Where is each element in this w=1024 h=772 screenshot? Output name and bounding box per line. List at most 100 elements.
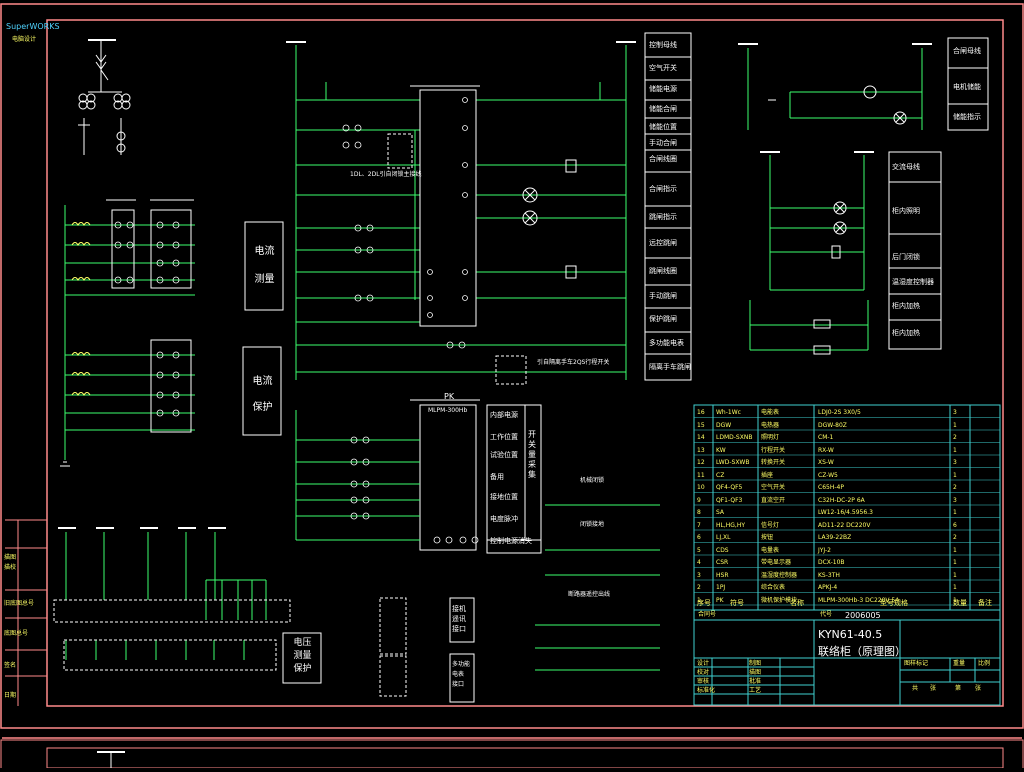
interlock-label-1: 机械闭锁 [580,477,605,484]
table-cell: 直流空开 [761,496,786,504]
table-cell: DGW [716,421,732,429]
table-cell: DGW-80Z [818,421,847,429]
table-cell: C65H-4P [818,484,844,491]
table-cell: 16 [697,409,705,416]
table-cell: CSR [716,559,729,566]
table-cell: LDJ0-2S 3X0/5 [818,409,861,416]
table-cell: CZ [716,471,725,479]
table-cell: 1PJ [716,584,726,591]
remote-interface-label: 接机遥讯接口 [452,605,466,633]
control-function-item: 跳闸指示 [649,213,677,221]
right-mid-function-item: 温湿度控制器 [892,278,934,286]
table-cell: XS-W [818,459,834,466]
title-role: 制图 [749,660,762,667]
code-label: 代号 [820,611,833,618]
table-cell: JYJ-2 [818,546,831,554]
table-cell: CZ-W5 [818,471,838,479]
sheet-current: 第 [955,685,962,692]
control-function-item: 储能位置 [649,123,677,131]
table-cell: 1 [953,446,957,454]
relay-entry: 控制电源消失 [490,537,532,545]
current-measure-label: 电流 测量 [254,246,275,285]
right-mid-function-item: 柜内加热 [892,329,920,337]
table-cell: 12 [697,459,705,466]
title-role: 工艺 [749,687,762,694]
right-top-function-item: 合闸母线 [953,47,981,55]
table-cell: 按钮 [761,534,774,541]
table-cell: RX-W [818,446,834,454]
control-function-item: 控制母线 [649,41,677,49]
table-cell: 11 [697,471,705,479]
table-cell: 13 [697,446,705,454]
right-mid-function-item: 柜内照明 [892,207,920,215]
table-column-header: 备注 [978,599,992,607]
relay-entry: 电度脉冲 [490,515,518,523]
table-cell: KW [716,446,726,454]
table-cell: HSR [716,571,729,579]
table-cell: 6 [697,534,701,541]
table-cell: 1 [953,421,957,429]
note-top: 1DL、2DL引自闭锁主接线 [350,171,422,178]
table-cell: 1 [953,509,957,516]
strip-label-3: 旧底图总号 [4,600,35,607]
table-cell: DCX-10B [818,559,845,566]
strip-label-1: 描图 [4,554,17,561]
table-cell: PK [716,596,724,604]
interlock-label-3: 断路器遥控出线 [568,591,611,598]
table-cell: LDMD-SXNB [716,434,753,441]
control-function-item: 远控跳闸 [649,239,677,247]
voltage-label: 电压 测量 保护 [293,638,312,674]
strip-label-5: 签名 [4,662,17,669]
table-cell: 空气开关 [761,484,786,491]
control-function-item: 多功能电表 [649,339,684,347]
table-cell: 电量表 [761,546,780,554]
table-cell: 14 [697,434,705,441]
control-function-item: 手动跳闸 [649,292,677,300]
table-cell: 转换开关 [761,459,786,466]
table-cell: 带电显示器 [761,559,792,566]
table-cell: 6 [953,521,957,529]
stage-label: 图样标记 [904,660,929,667]
table-cell: 7 [697,521,701,529]
table-cell: 1 [953,596,957,604]
drawing-title: 联络柜（原理图） [818,645,906,658]
table-cell: 行程开关 [761,446,786,454]
relay-entry: 工作位置 [490,433,518,441]
table-cell: 电能表 [761,409,780,416]
table-cell: 8 [697,509,701,516]
drawing-number: 2006005 [845,611,881,620]
table-cell: 1 [953,584,957,591]
table-column-header: 名称 [790,599,804,607]
control-function-item: 保护跳闸 [649,315,677,323]
right-mid-function-item: 交流母线 [892,163,920,171]
sheet-total: 共 [912,685,919,692]
table-cell: 电热器 [761,421,780,429]
brand-name: SuperWORKS [6,22,60,31]
sheet-current-unit: 张 [975,685,982,692]
table-cell: 微机保护模块 [761,596,798,604]
table-cell: 插座 [761,471,774,479]
table-column-header: 序号 [697,599,711,607]
scale-label: 比例 [978,660,991,667]
table-cell: 温湿度控制器 [761,571,798,579]
control-function-item: 合闸线圈 [649,155,677,163]
table-cell: 1 [953,471,957,479]
relay-entry: 内部电源 [490,411,518,419]
table-column-header: 符号 [730,599,744,607]
table-cell: KS-3TH [818,571,840,579]
table-cell: 1 [953,546,957,554]
title-role: 描图 [749,669,762,676]
table-cell: 9 [697,496,701,504]
strip-label-4: 底图总号 [4,630,29,637]
table-cell: 3 [953,409,957,416]
current-protect-label: 电流 保护 [252,376,273,413]
table-cell: 2 [953,434,957,441]
table-cell: Wh-1Wc [716,409,741,416]
right-mid-function-item: 后门闭锁 [892,253,920,261]
table-cell: APKJ-4 [818,584,838,591]
table-column-header: 数量 [953,599,967,607]
table-cell: 3 [953,459,957,466]
relay-side-label: 开关量采集 [528,430,536,479]
